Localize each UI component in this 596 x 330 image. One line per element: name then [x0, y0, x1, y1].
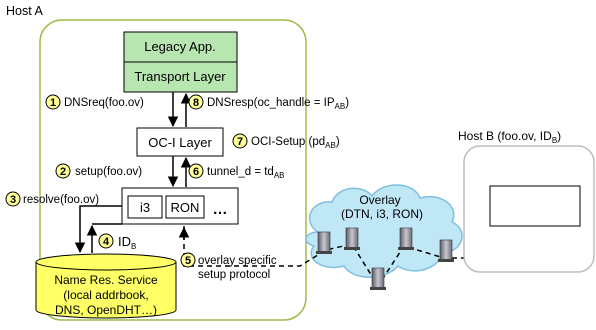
server-icon [438, 239, 454, 262]
overlay-detail: (DTN, i3, RON) [341, 207, 423, 221]
step-5-marker [180, 252, 196, 268]
oc-layer-box [489, 185, 581, 227]
step-3-label: resolve(foo.ov) [23, 194, 99, 206]
i3-box [127, 195, 163, 219]
step-1-number: 1 [50, 97, 56, 109]
overlay-cloud [305, 184, 463, 278]
server-icon [344, 227, 360, 250]
step-5-label: overlay specific [198, 255, 277, 267]
i3-label: i3 [140, 200, 150, 215]
ron-label: RON [171, 200, 200, 215]
step-1-marker [45, 94, 61, 110]
step-4-number: 4 [103, 236, 110, 248]
name-resolution-database [35, 253, 177, 319]
step-8-label: DNSresp(oc_handle = IPAB) [207, 97, 349, 111]
step-5-number: 5 [185, 255, 191, 267]
step-7-label: OCI-Setup (pdAB) [251, 136, 340, 150]
step-2-number: 2 [60, 166, 66, 178]
transport-layer-label: Transport Layer [134, 69, 226, 84]
ron-box [165, 195, 205, 219]
step-2-label: setup(foo.ov) [75, 166, 142, 178]
overlay-setup-path [183, 225, 551, 288]
step-3-marker [5, 191, 21, 207]
host-a-label: Host A [6, 4, 43, 18]
step-8-marker [188, 94, 204, 110]
step-5-label-line2: setup protocol [198, 269, 270, 281]
step-6-number: 6 [193, 166, 199, 178]
step-6-marker [188, 163, 204, 179]
step-8-number: 8 [193, 97, 199, 109]
server-icon [370, 267, 386, 290]
name-service-detail-1: (local addrbook, [63, 288, 148, 302]
more-overlays-label: … [213, 201, 228, 218]
step-7-number: 7 [237, 136, 243, 148]
step-1-label: DNSreq(foo.ov) [64, 97, 144, 109]
server-icon [316, 231, 332, 254]
name-service-title: Name Res. Service [54, 273, 158, 287]
step-4-label: IDB [118, 234, 136, 251]
step-7-marker [232, 133, 248, 149]
server-icon [398, 227, 414, 250]
name-service-detail-2: DNS, OpenDHT…) [55, 303, 157, 317]
step-4-marker [98, 233, 114, 249]
step-6-label: tunnel_d = tdAB [207, 166, 285, 180]
overlay-title: Overlay [359, 193, 400, 207]
step-2-marker [55, 163, 71, 179]
host-b-label: Host B (foo.ov, IDB) [458, 129, 561, 145]
oci-layer-box [136, 127, 224, 157]
legacy-app-label: Legacy App. [144, 39, 216, 54]
step-3-number: 3 [10, 194, 16, 206]
oci-layer-label: OC-I Layer [148, 135, 212, 150]
arrow-resolve [74, 205, 122, 254]
